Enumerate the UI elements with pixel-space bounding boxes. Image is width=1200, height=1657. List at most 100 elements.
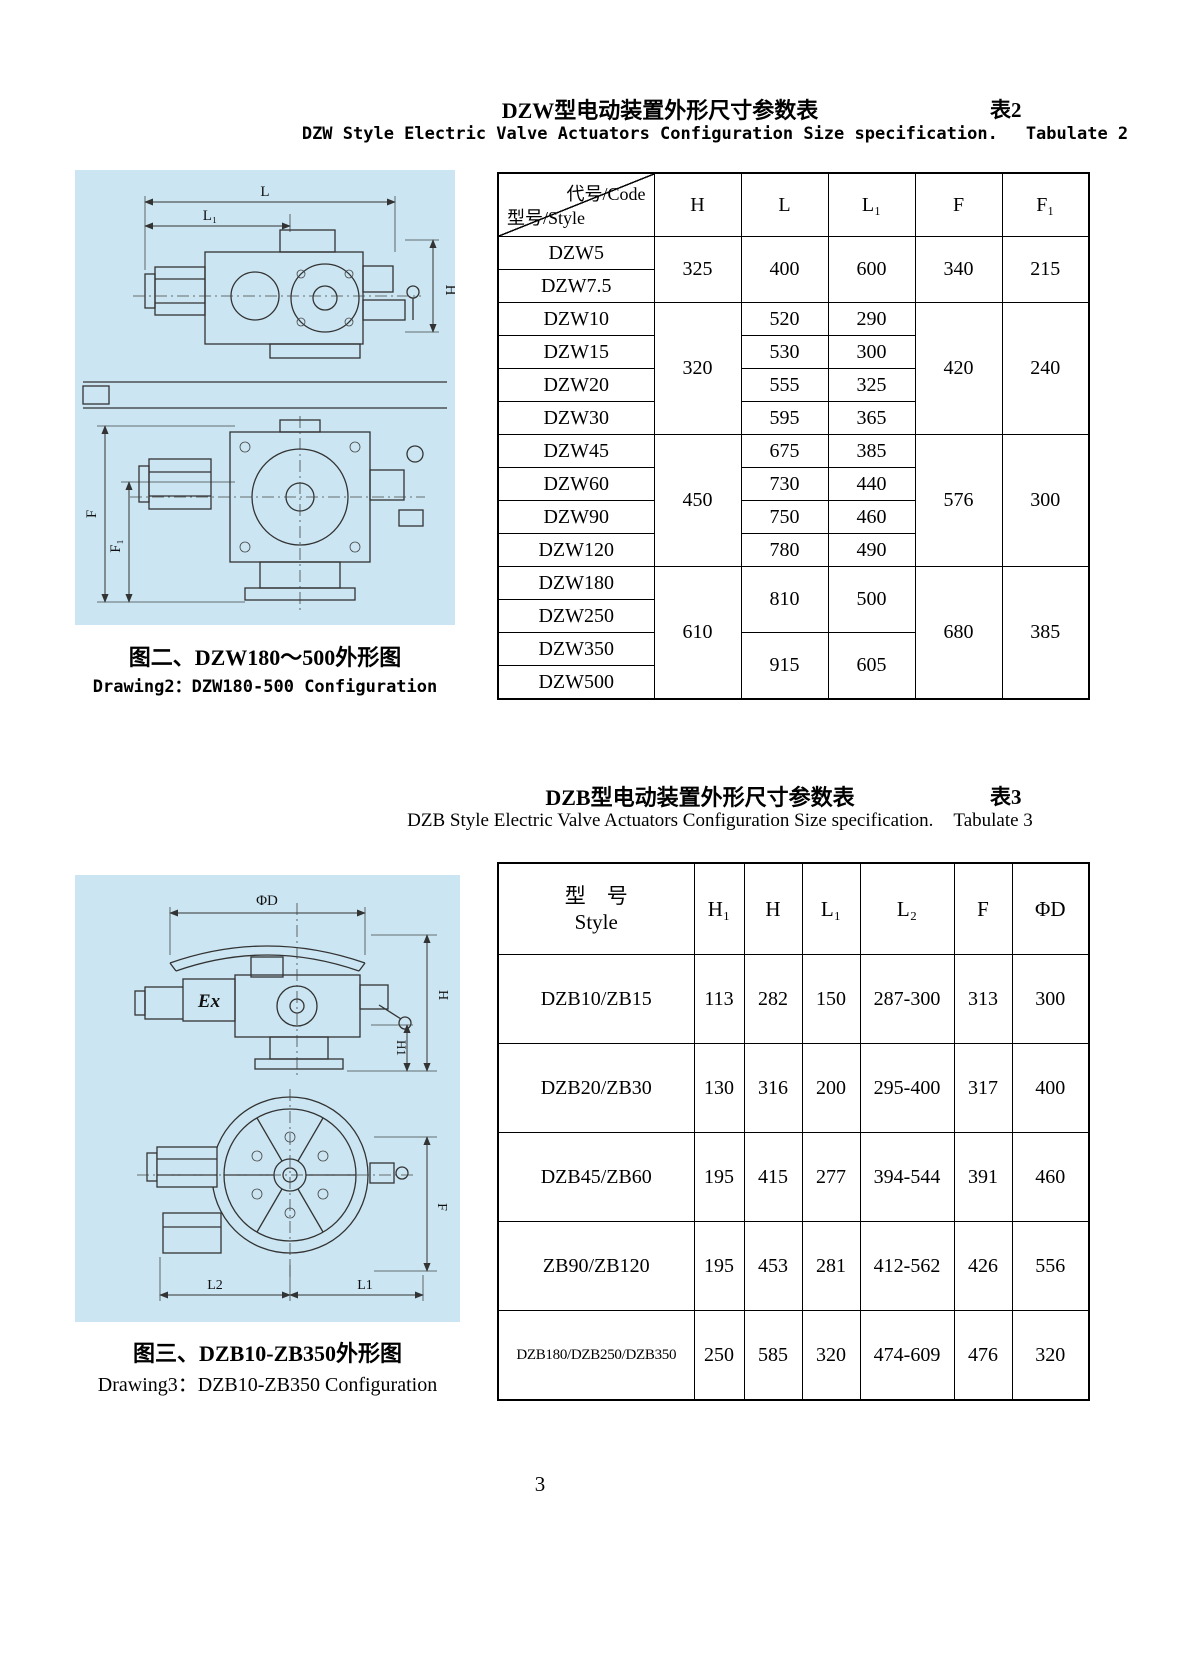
model-cell: DZW15 xyxy=(497,335,655,369)
value-cell: 316 xyxy=(743,1043,803,1133)
table-row: ZB90/ZB120 195 453 281 412-562 426 556 xyxy=(497,1221,1090,1311)
value-cell: 400 xyxy=(740,236,829,303)
value-cell: 576 xyxy=(914,434,1003,567)
table3-subtitle: DZB Style Electric Valve Actuators Confi… xyxy=(407,810,934,831)
table-row: 型 号 Style H₁ H L₁ L₂ F ΦD xyxy=(497,862,1090,955)
value-cell: 415 xyxy=(743,1132,803,1222)
value-cell: 240 xyxy=(1001,302,1090,435)
header-cell: F₁ xyxy=(1001,172,1090,237)
table2-subtitle: DZW Style Electric Valve Actuators Confi… xyxy=(301,124,998,144)
header-cell: F xyxy=(953,862,1013,955)
page-number: 3 xyxy=(534,1472,546,1496)
header-code-label: 代号/Code xyxy=(566,184,646,204)
fig2-dim-F: F xyxy=(84,510,100,518)
value-cell: 282 xyxy=(743,954,803,1044)
header-cell: L₁ xyxy=(801,862,861,955)
header-cell: H xyxy=(653,172,742,237)
value-cell: 320 xyxy=(653,302,742,435)
value-cell: 340 xyxy=(914,236,1003,303)
model-cell: DZW120 xyxy=(497,533,655,567)
fig3-dim-L2: L2 xyxy=(207,1278,223,1293)
table-row: DZB20/ZB30 130 316 200 295-400 317 400 xyxy=(497,1043,1090,1133)
table-row: 代号/Code 型号/Style H L L₁ F F₁ xyxy=(497,172,1090,237)
value-cell: 130 xyxy=(693,1043,745,1133)
value-cell: 325 xyxy=(827,368,916,402)
table-row: DZB180/DZB250/DZB350 250 585 320 474-609… xyxy=(497,1310,1090,1401)
table-row: DZW180 610 810 500 680 385 xyxy=(497,566,1090,700)
figure2-drawing: L L₁ H F xyxy=(82,184,458,612)
table-row: DZW350 915 605 xyxy=(497,632,1089,700)
table-row: DZW120 780 490 xyxy=(497,533,1089,567)
value-cell: 313 xyxy=(953,954,1013,1044)
header-cell: L₁ xyxy=(827,172,916,237)
fig2-dim-L1: L₁ xyxy=(203,208,217,224)
figure2-caption-en: Drawing2：DZW180-500 Configuration xyxy=(92,677,438,697)
value-cell: 780 xyxy=(740,533,829,567)
model-cell: DZW45 xyxy=(497,434,655,468)
value-cell: 287-300 xyxy=(859,954,955,1044)
value-cell: 490 xyxy=(827,533,916,567)
header-cell: H₁ xyxy=(693,862,745,955)
value-cell: 300 xyxy=(827,335,916,369)
value-cell: 520 xyxy=(740,302,829,336)
figure2-panel: L L₁ H F xyxy=(75,170,458,625)
value-cell: 605 xyxy=(827,632,916,700)
table-row: DZW60 730 440 xyxy=(497,467,1089,501)
model-cell: DZW60 xyxy=(497,467,655,501)
table-row: DZW30 595 365 xyxy=(497,401,1089,435)
model-cell: DZW5 xyxy=(497,236,655,270)
model-cell: ZB90/ZB120 xyxy=(497,1221,695,1311)
table-row: DZB10/ZB15 113 282 150 287-300 313 300 xyxy=(497,954,1090,1044)
header-cell: L₂ xyxy=(859,862,955,955)
value-cell: 300 xyxy=(1011,954,1090,1044)
model-cell: DZW250 xyxy=(497,599,655,633)
value-cell: 385 xyxy=(827,434,916,468)
value-cell: 453 xyxy=(743,1221,803,1311)
figure2-caption-zh: 图二、DZW180～500外形图 xyxy=(128,645,402,670)
value-cell: 750 xyxy=(740,500,829,534)
fig3-dim-H1: H1 xyxy=(394,1040,409,1056)
header-style-cell: 型 号 Style xyxy=(497,862,695,955)
value-cell: 556 xyxy=(1011,1221,1090,1311)
value-cell: 195 xyxy=(693,1132,745,1222)
model-cell: DZW90 xyxy=(497,500,655,534)
value-cell: 200 xyxy=(801,1043,861,1133)
table-row: DZW45 450 675 385 576 300 xyxy=(497,434,1090,567)
value-cell: 290 xyxy=(827,302,916,336)
diagonal-header-cell: 代号/Code 型号/Style xyxy=(497,172,655,237)
table-row: DZW5 325 400 600 340 215 xyxy=(497,236,1090,303)
value-cell: 610 xyxy=(653,566,742,700)
value-cell: 420 xyxy=(914,302,1003,435)
model-cell: DZW20 xyxy=(497,368,655,402)
fig2-dim-H: H xyxy=(442,285,455,296)
value-cell: 215 xyxy=(1001,236,1090,303)
header-cell: F xyxy=(914,172,1003,237)
table-row: DZW90 750 460 xyxy=(497,500,1089,534)
figure3-caption-zh: 图三、DZB10-ZB350外形图 xyxy=(133,1341,402,1366)
fig3-dim-L1: L1 xyxy=(357,1278,373,1293)
value-cell: 680 xyxy=(914,566,1003,700)
diagonal-line xyxy=(499,174,653,236)
value-cell: 555 xyxy=(740,368,829,402)
table-row: DZW250 xyxy=(497,599,1089,633)
header-style-en: Style xyxy=(574,910,618,934)
figure3-drawing: ΦD Ex H H1 xyxy=(134,893,450,1301)
header-style-zh: 型 号 xyxy=(564,883,628,908)
value-cell: 530 xyxy=(740,335,829,369)
value-cell: 300 xyxy=(1001,434,1090,567)
model-cell: DZB45/ZB60 xyxy=(497,1132,695,1222)
value-cell: 320 xyxy=(801,1310,861,1401)
table3-tag: 表3 xyxy=(990,785,1022,809)
model-cell: DZW350 xyxy=(497,632,655,666)
header-cell: H xyxy=(743,862,803,955)
value-cell: 150 xyxy=(801,954,861,1044)
fig3-dim-phiD: ΦD xyxy=(256,893,278,909)
table2-subtitle-row: DZW Style Electric Valve Actuators Confi… xyxy=(230,124,1200,144)
model-cell: DZB20/ZB30 xyxy=(497,1043,695,1133)
value-cell: 325 xyxy=(653,236,742,303)
value-cell: 915 xyxy=(740,632,829,700)
value-cell: 585 xyxy=(743,1310,803,1401)
value-cell: 281 xyxy=(801,1221,861,1311)
value-cell: 113 xyxy=(693,954,745,1044)
table-row: DZW10 320 520 290 420 240 xyxy=(497,302,1090,435)
